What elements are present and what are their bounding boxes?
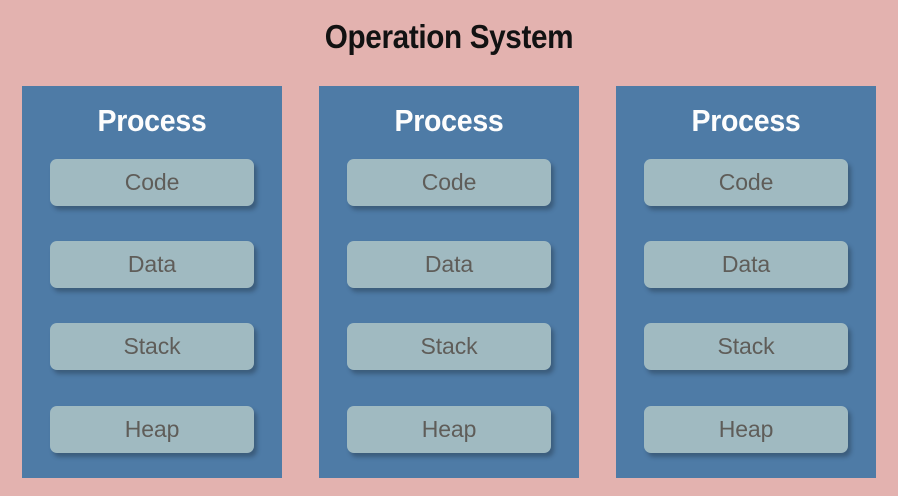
- segment-label: Stack: [717, 333, 775, 359]
- segment-label: Code: [124, 169, 180, 195]
- segment-label: Stack: [123, 333, 181, 359]
- segment-label: Data: [127, 251, 177, 277]
- segment-code: Code: [347, 159, 551, 206]
- segment-label: Stack: [420, 333, 478, 359]
- segment-label: Data: [721, 251, 771, 277]
- process-segment-list: Code Data Stack Heap: [319, 159, 579, 470]
- segment-stack: Stack: [50, 323, 254, 370]
- segment-label: Code: [718, 169, 774, 195]
- segment-heap: Heap: [347, 406, 551, 453]
- process-segment-list: Code Data Stack Heap: [22, 159, 282, 470]
- segment-data: Data: [644, 241, 848, 288]
- segment-label: Heap: [718, 416, 774, 442]
- segment-code: Code: [644, 159, 848, 206]
- process-list: Process Code Data Stack Heap Process: [22, 86, 876, 478]
- process-box-2: Process Code Data Stack Heap: [319, 86, 579, 478]
- diagram-title: Operation System: [324, 18, 574, 55]
- segment-stack: Stack: [347, 323, 551, 370]
- segment-heap: Heap: [50, 406, 254, 453]
- process-box-3: Process Code Data Stack Heap: [616, 86, 876, 478]
- segment-stack: Stack: [644, 323, 848, 370]
- segment-label: Code: [421, 169, 477, 195]
- segment-label: Heap: [421, 416, 477, 442]
- process-title: Process: [691, 103, 801, 138]
- segment-data: Data: [347, 241, 551, 288]
- process-title: Process: [97, 103, 207, 138]
- segment-data: Data: [50, 241, 254, 288]
- process-box-1: Process Code Data Stack Heap: [22, 86, 282, 478]
- segment-heap: Heap: [644, 406, 848, 453]
- process-segment-list: Code Data Stack Heap: [616, 159, 876, 470]
- segment-label: Data: [424, 251, 474, 277]
- segment-code: Code: [50, 159, 254, 206]
- process-title: Process: [394, 103, 504, 138]
- segment-label: Heap: [124, 416, 180, 442]
